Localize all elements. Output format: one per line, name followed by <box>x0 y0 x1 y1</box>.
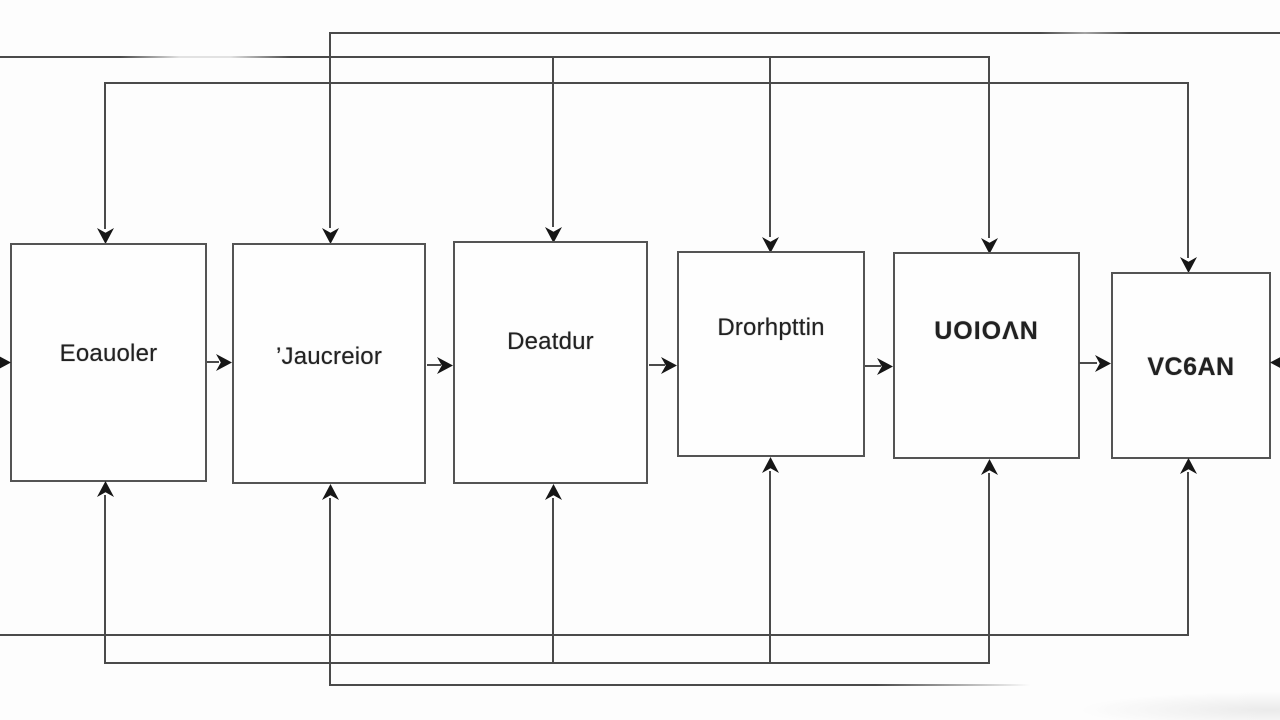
bottom-riser-box1 <box>104 495 106 664</box>
flow-box-5: UOIOΛN <box>893 252 1080 459</box>
bottom-line-2 <box>104 662 990 664</box>
top-line-1 <box>329 32 1280 34</box>
chain-stub-1-2 <box>207 361 219 363</box>
top-drop-box1 <box>104 82 106 229</box>
box-label: UOIOΛN <box>934 317 1039 345</box>
top-drop-box5 <box>988 56 990 238</box>
arrowhead-down-box6 <box>1180 257 1197 273</box>
bottom-line-3 <box>329 684 1030 686</box>
bottom-line-1 <box>0 634 1189 636</box>
flow-box-4: Drorhpttin <box>677 251 865 457</box>
flow-box-6: VC6AN <box>1111 272 1271 459</box>
bottom-riser-box4 <box>769 471 771 664</box>
box-label: Deatdur <box>507 327 594 355</box>
bottom-riser-box6 <box>1187 472 1189 636</box>
bottom-riser-box5 <box>988 473 990 664</box>
box-label: VC6AN <box>1147 353 1235 381</box>
top-drop-box6 <box>1187 82 1189 258</box>
chain-stub-4-5 <box>865 365 881 367</box>
top-line-2 <box>0 56 990 58</box>
bottom-riser-box2 <box>329 498 331 686</box>
arrowhead-down-box1 <box>97 228 114 244</box>
box-label: Eoauoler <box>59 339 158 367</box>
bottom-riser-box3 <box>552 498 554 664</box>
chain-stub-3-4 <box>649 364 665 366</box>
chain-stub-2-3 <box>427 364 441 366</box>
flow-box-3: Deatdur <box>453 241 648 484</box>
box-label: Drorhpttin <box>717 314 825 341</box>
arrow-left-into-box6-from-edge <box>1270 354 1280 371</box>
flow-box-1: Eoauoler <box>10 243 207 482</box>
arrow-right-into-box1-from-edge <box>0 354 11 371</box>
top-drop-box4 <box>769 56 771 237</box>
box-label: ’Jaucreior <box>275 342 383 370</box>
arrow-right-into-box6 <box>1095 355 1111 372</box>
top-drop-box2 <box>329 32 331 228</box>
smudge-artifact <box>1080 692 1280 720</box>
top-drop-box3 <box>552 56 554 227</box>
top-line-3 <box>104 82 1189 84</box>
flow-box-2: ’Jaucreior <box>232 243 426 484</box>
chain-stub-5-6 <box>1079 362 1097 364</box>
arrowhead-down-box2 <box>322 228 339 244</box>
